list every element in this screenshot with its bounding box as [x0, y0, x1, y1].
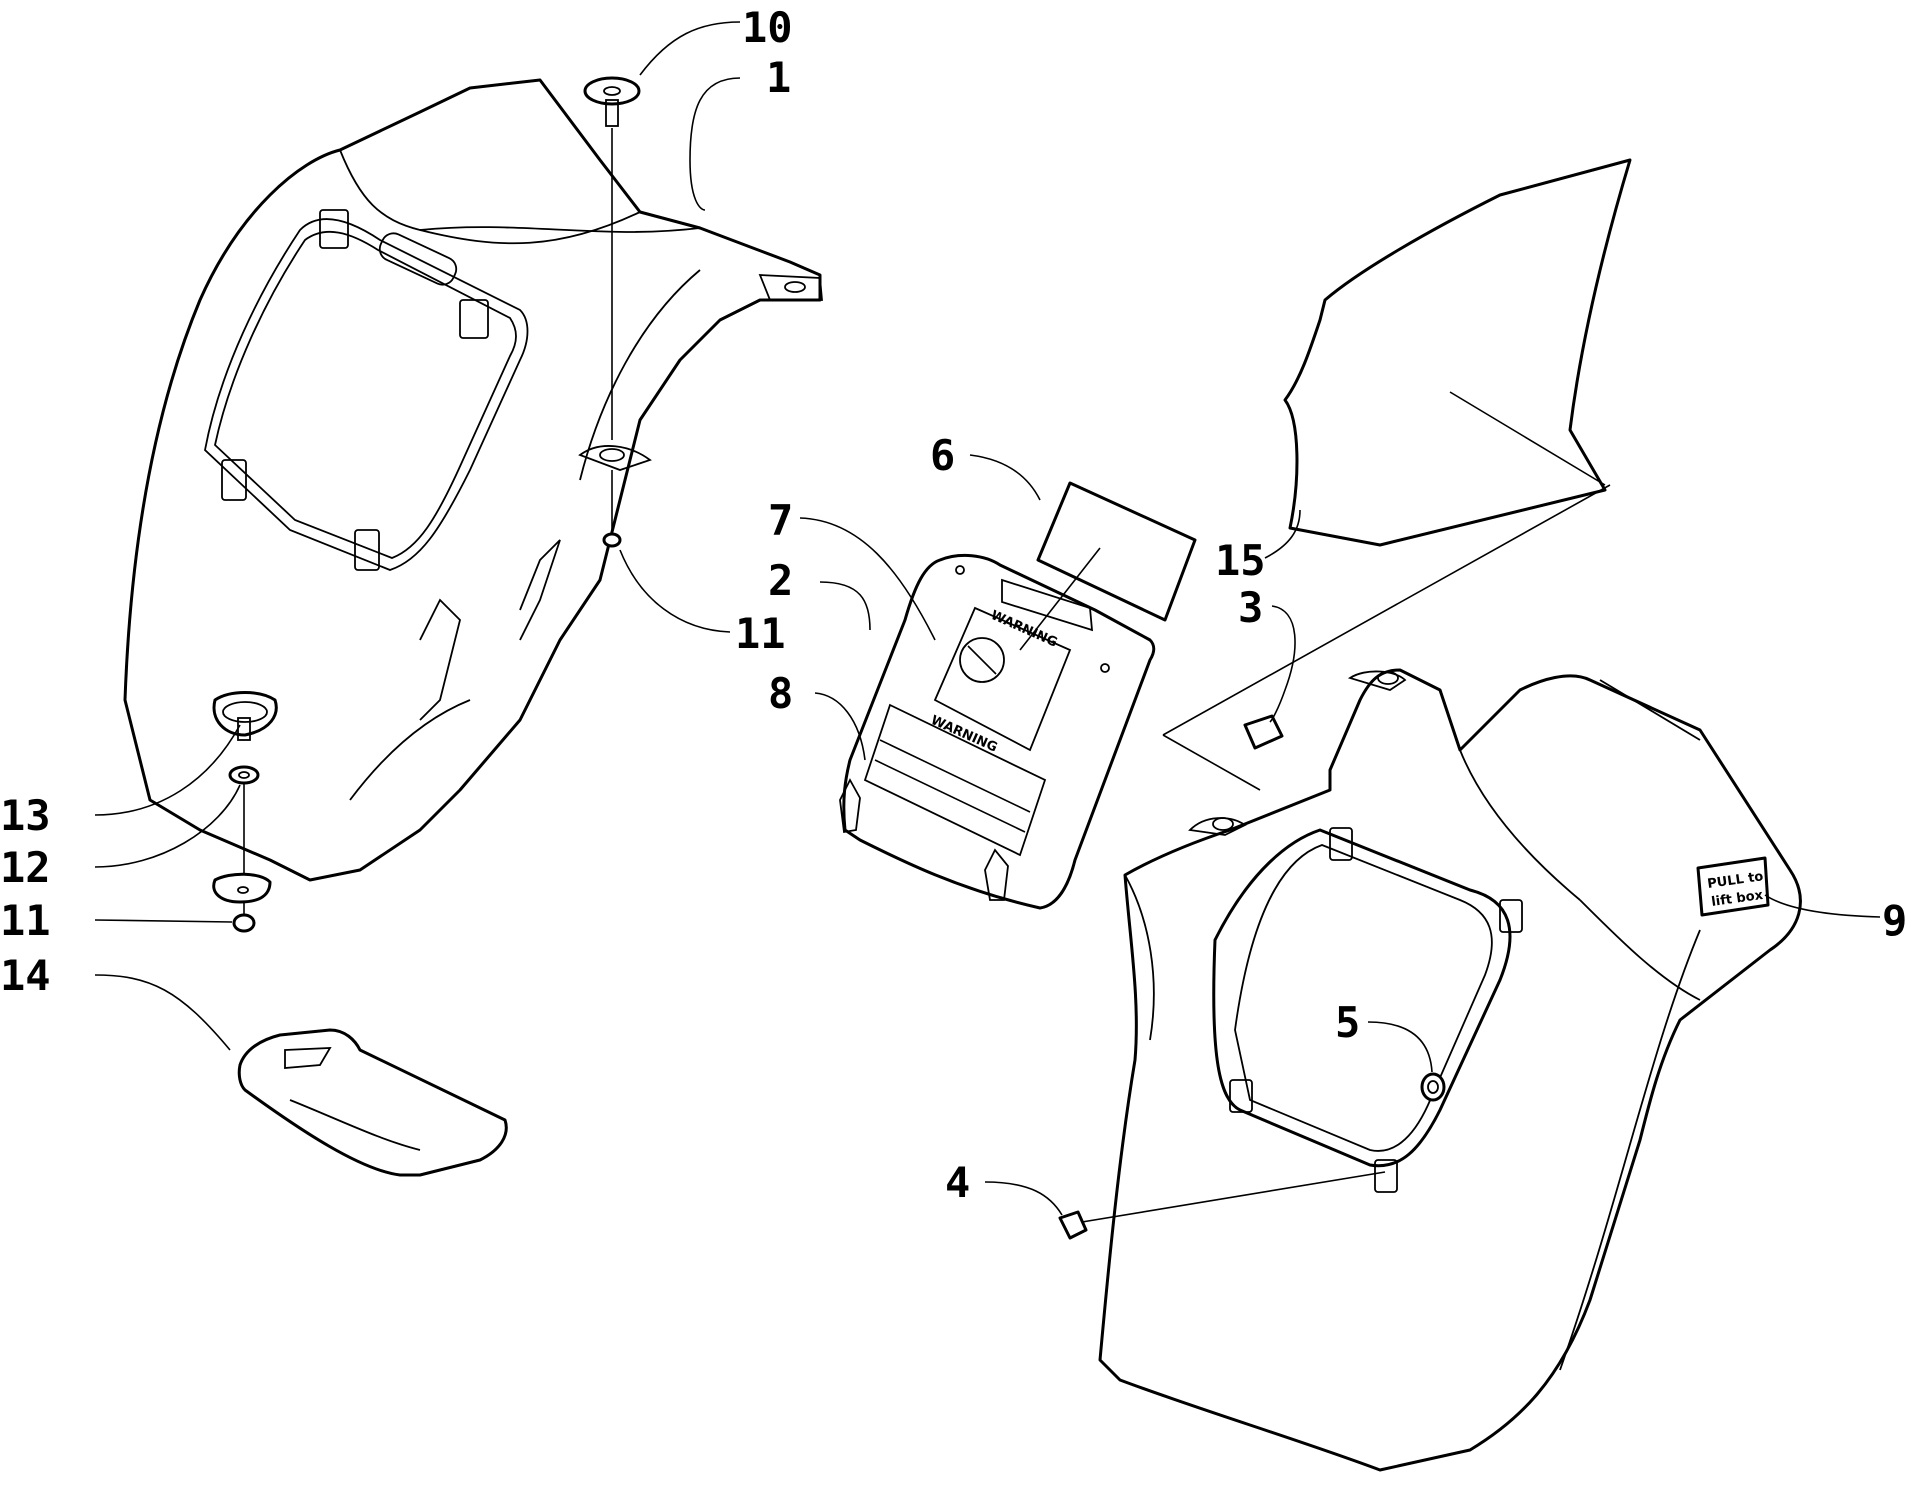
callout-10: 10 [742, 3, 793, 52]
decal-sheet-15 [1162, 158, 1632, 791]
clip-4 [1058, 1171, 1386, 1240]
callout-11-lower: 11 [0, 896, 51, 945]
decal-6 [1019, 481, 1197, 651]
callout-15: 15 [1215, 536, 1266, 585]
callout-4: 4 [945, 1158, 970, 1207]
callout-5: 5 [1335, 998, 1360, 1047]
callout-9: 9 [1882, 896, 1907, 945]
callout-12: 12 [0, 843, 51, 892]
callout-8: 8 [768, 669, 793, 718]
leader-lines [94, 21, 1881, 1216]
pad-14 [237, 1028, 508, 1177]
callout-14: 14 [0, 951, 51, 1000]
callout-3: 3 [1238, 583, 1263, 632]
callout-13: 13 [0, 791, 51, 840]
lid-panel-2: WARNING WARNING [839, 554, 1156, 910]
left-storage-housing [123, 78, 823, 882]
right-storage-housing: PULL to lift box [1098, 668, 1802, 1472]
callout-2: 2 [768, 556, 793, 605]
callout-7: 7 [768, 496, 793, 545]
pull-decal-line2: lift box [1710, 888, 1764, 910]
fastener-10 [583, 76, 641, 548]
callout-11-upper: 11 [735, 609, 786, 658]
callout-1: 1 [766, 53, 791, 102]
fastener-stack-13-12-11 [212, 691, 278, 933]
callout-6: 6 [930, 431, 955, 480]
